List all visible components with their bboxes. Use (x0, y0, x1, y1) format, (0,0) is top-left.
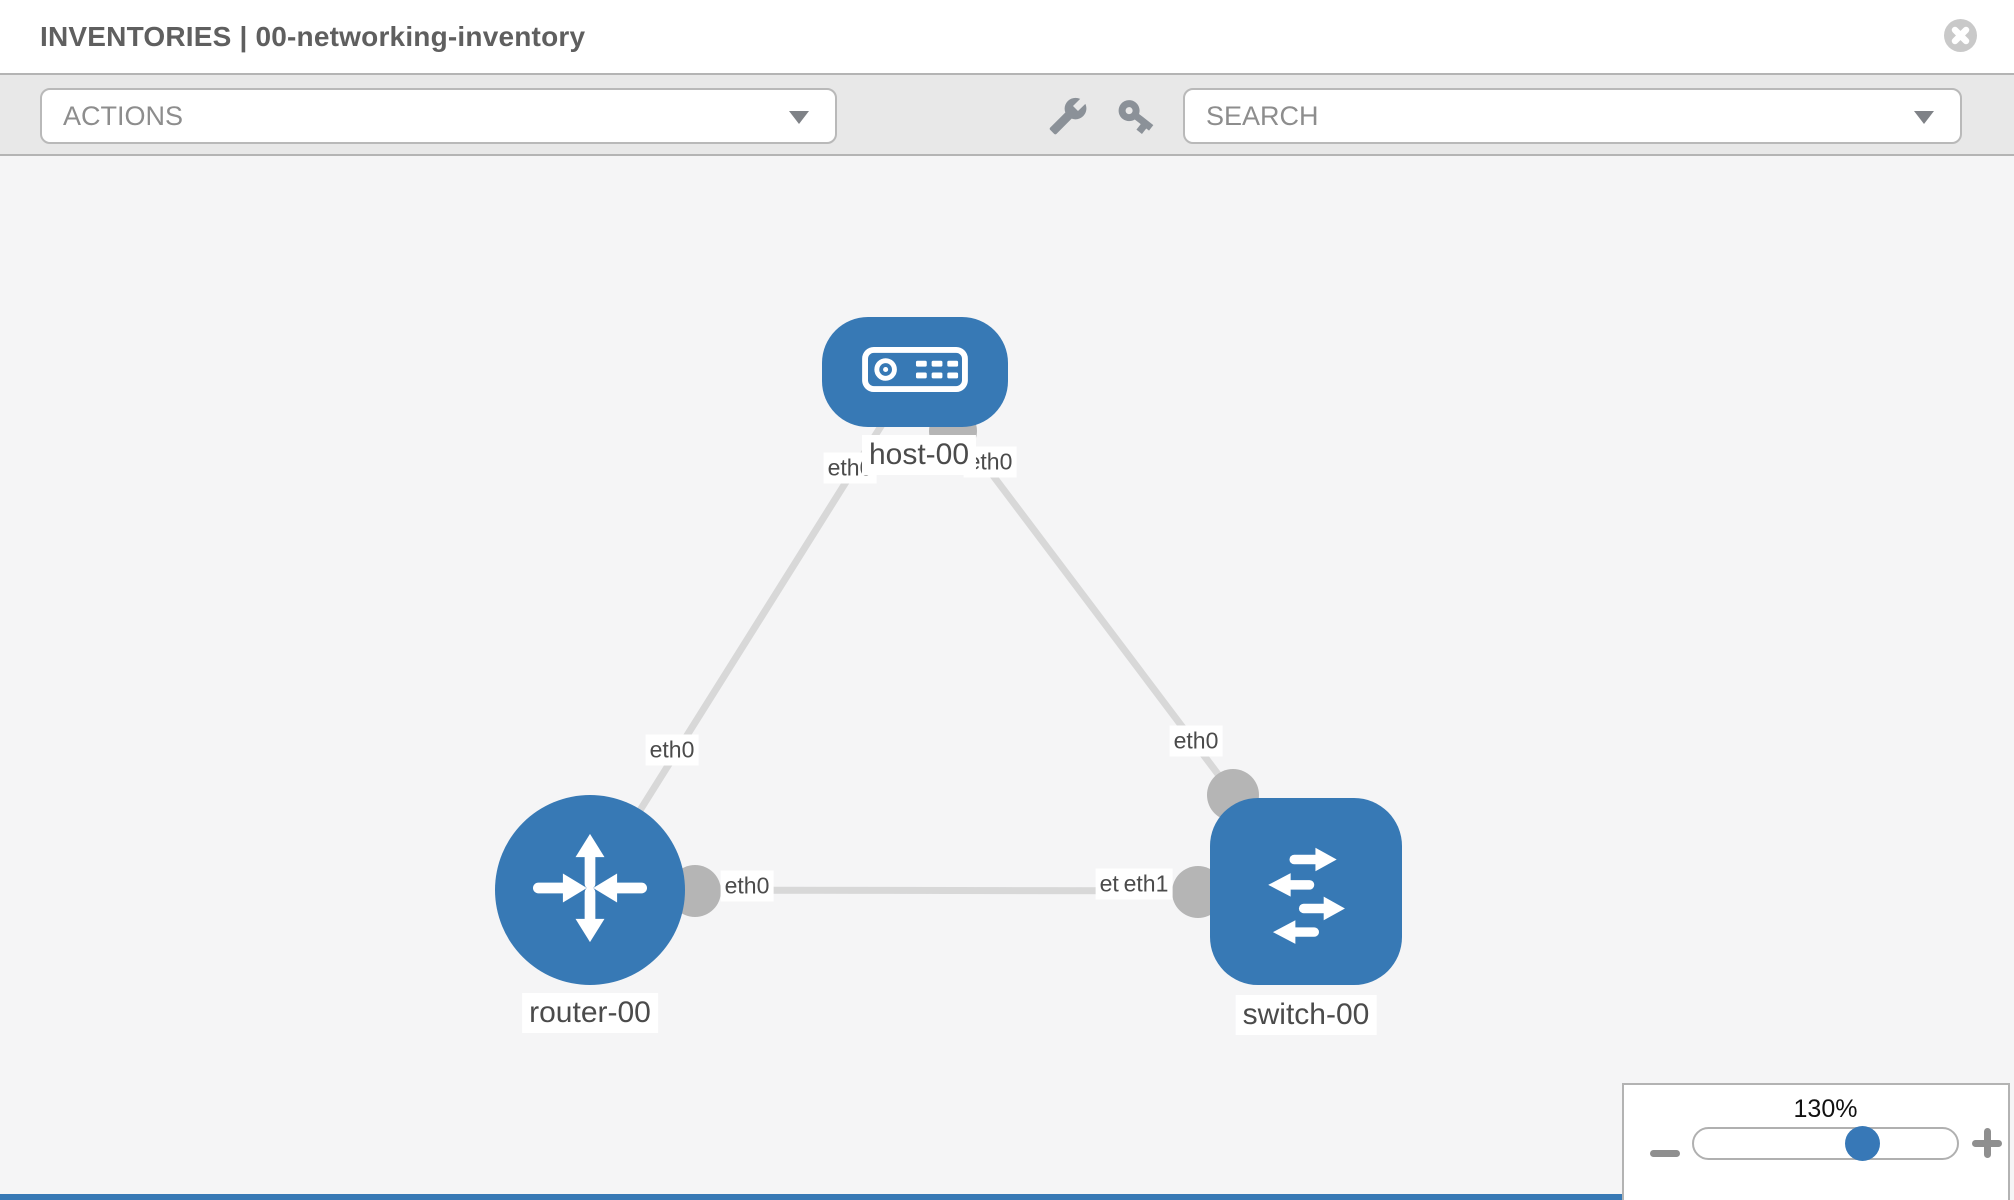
minus-icon[interactable] (1650, 1138, 1680, 1168)
topology-canvas[interactable] (0, 156, 2014, 1200)
router-icon (527, 825, 653, 956)
switch-icon (1247, 830, 1365, 953)
page-title: INVENTORIES | 00-networking-inventory (40, 21, 586, 52)
zoom-slider[interactable] (1692, 1126, 1959, 1161)
zoom-value: 130% (1793, 1095, 1858, 1123)
chevron-down-icon (1914, 111, 1934, 124)
toolbar: ACTIONS SEARCH (0, 73, 2014, 156)
interface-label-eth0: eth0 (645, 734, 699, 766)
search-dropdown[interactable]: SEARCH (1183, 88, 1962, 144)
interface-label-eth0: eth0 (1169, 725, 1223, 757)
zoom-slider-thumb[interactable] (1845, 1126, 1881, 1161)
plus-icon[interactable] (1972, 1128, 2002, 1158)
zoom-panel: 130% (1622, 1083, 2010, 1200)
search-dropdown-label: SEARCH (1206, 101, 1319, 131)
key-icon[interactable] (1114, 95, 1158, 139)
header: INVENTORIES | 00-networking-inventory (0, 0, 2014, 73)
node-host-00[interactable] (822, 317, 1008, 427)
node-label-switch-00: switch-00 (1235, 995, 1377, 1035)
close-icon[interactable] (1944, 19, 1977, 52)
node-label-host-00: host-00 (861, 435, 977, 475)
node-router-00[interactable] (495, 795, 685, 985)
node-label-router-00: router-00 (522, 993, 658, 1033)
wrench-icon[interactable] (1046, 95, 1090, 139)
host-icon (861, 346, 969, 398)
chevron-down-icon (789, 111, 809, 124)
bottom-blue-bar (0, 1194, 1622, 1200)
node-switch-00[interactable] (1210, 797, 1402, 985)
actions-dropdown[interactable]: ACTIONS (40, 88, 837, 144)
actions-dropdown-label: ACTIONS (63, 101, 184, 131)
interface-label-eth0: eth0 (720, 870, 774, 902)
interface-label-eth1: eth1 (1119, 868, 1173, 900)
